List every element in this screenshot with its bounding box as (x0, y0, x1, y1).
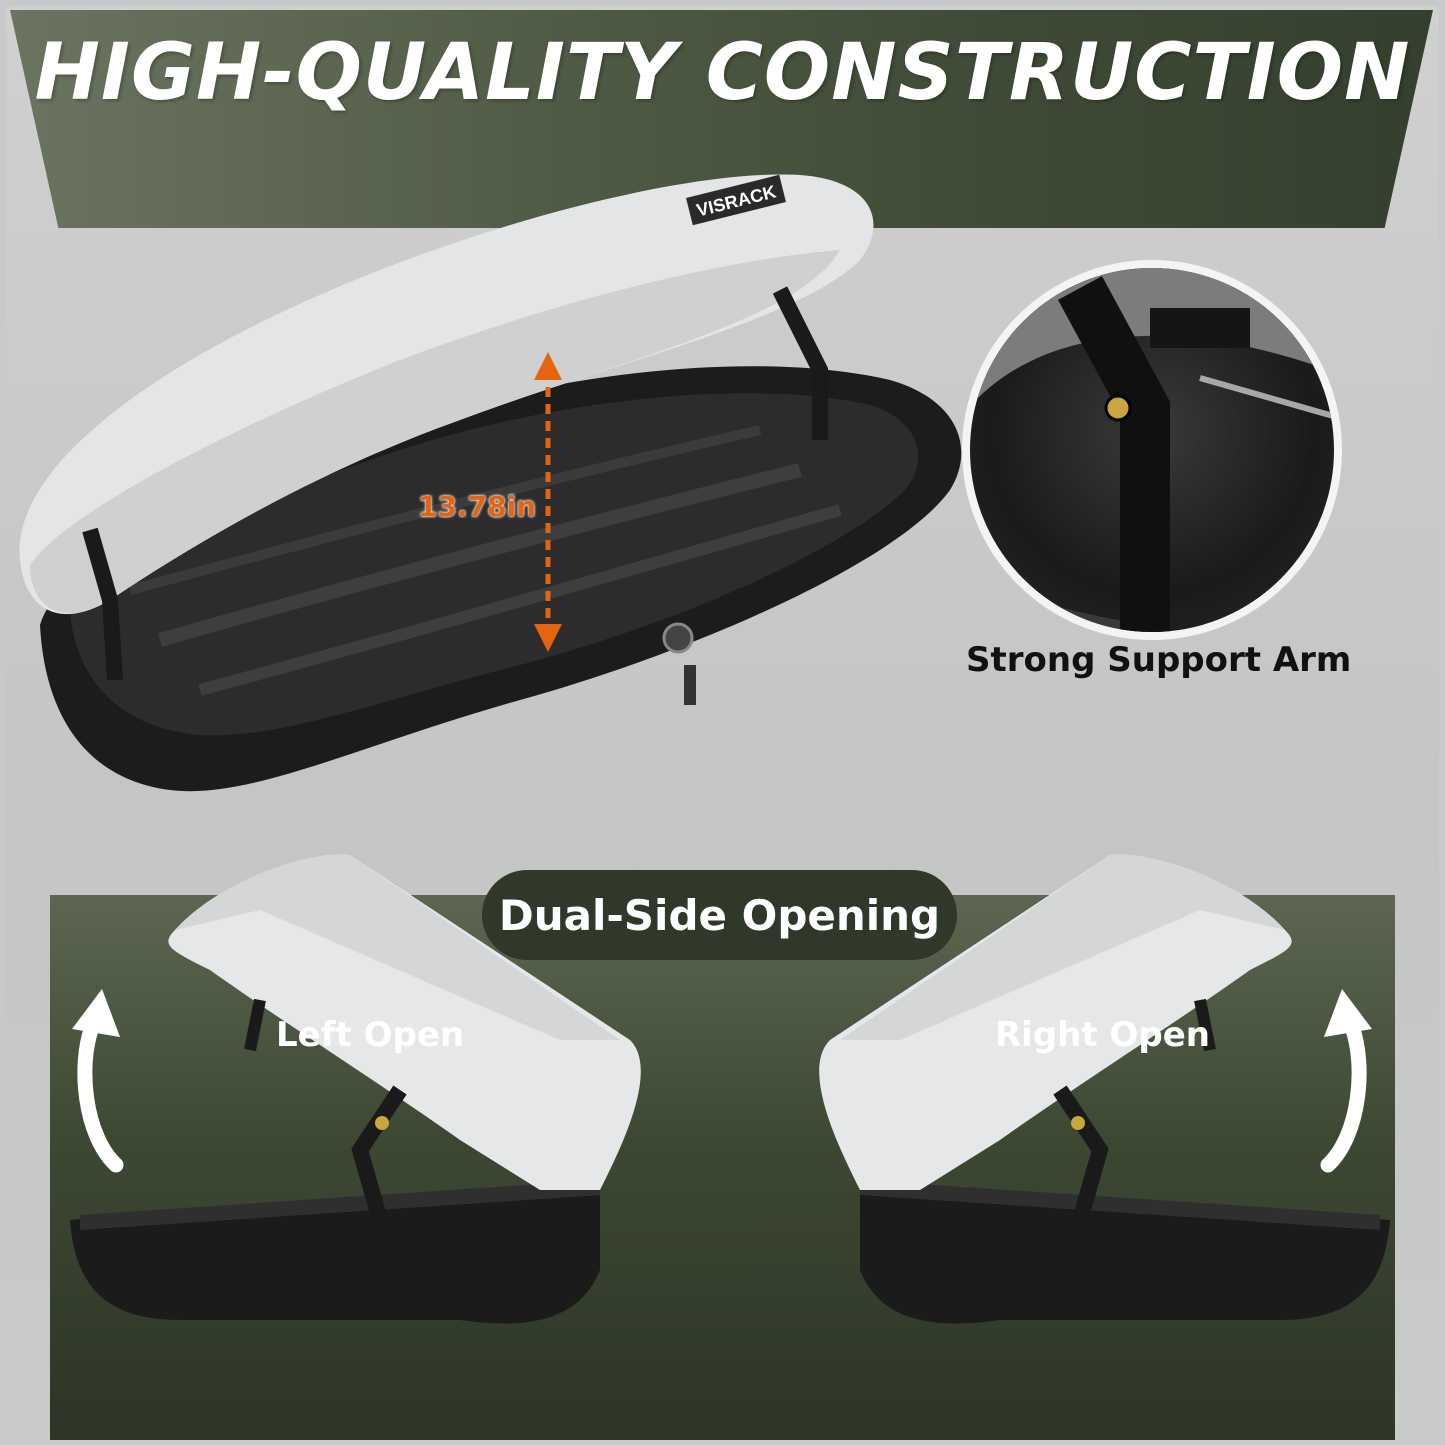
banner-title: HIGH-QUALITY CONSTRUCTION (34, 28, 1411, 118)
left-open-caption: Left Open (276, 1015, 465, 1055)
support-arm (772, 286, 828, 440)
support-arm-detail-image (962, 260, 1342, 640)
height-measurement-label: 13.78in (418, 490, 537, 523)
right-open-image (819, 854, 1390, 1324)
brand-plate (686, 174, 786, 226)
arrow-up-icon (534, 352, 562, 380)
lid (168, 854, 641, 1190)
tray-rib (128, 425, 762, 595)
tray-rib (198, 504, 842, 696)
support-arm (1053, 1085, 1109, 1223)
support-arm (1194, 998, 1216, 1052)
lock (662, 622, 694, 654)
key (684, 665, 696, 705)
left-open-image (70, 854, 641, 1324)
right-open-caption: Right Open (995, 1015, 1210, 1055)
tray-rib (158, 463, 802, 647)
right-rotate-arrow-icon (1320, 989, 1372, 1173)
support-arm (244, 998, 266, 1052)
main-product-image: VISRACK (19, 174, 962, 792)
left-rotate-arrow-icon (72, 989, 124, 1173)
tray-inner (70, 393, 919, 736)
lid (819, 854, 1292, 1190)
dual-side-title-pill: Dual-Side Opening (482, 870, 957, 960)
support-arm (82, 527, 123, 681)
dual-side-title: Dual-Side Opening (498, 890, 941, 940)
lid-shade (30, 250, 840, 614)
support-arm-caption: Strong Support Arm (966, 640, 1352, 680)
arrow-down-icon (534, 624, 562, 652)
support-arm (351, 1085, 407, 1223)
